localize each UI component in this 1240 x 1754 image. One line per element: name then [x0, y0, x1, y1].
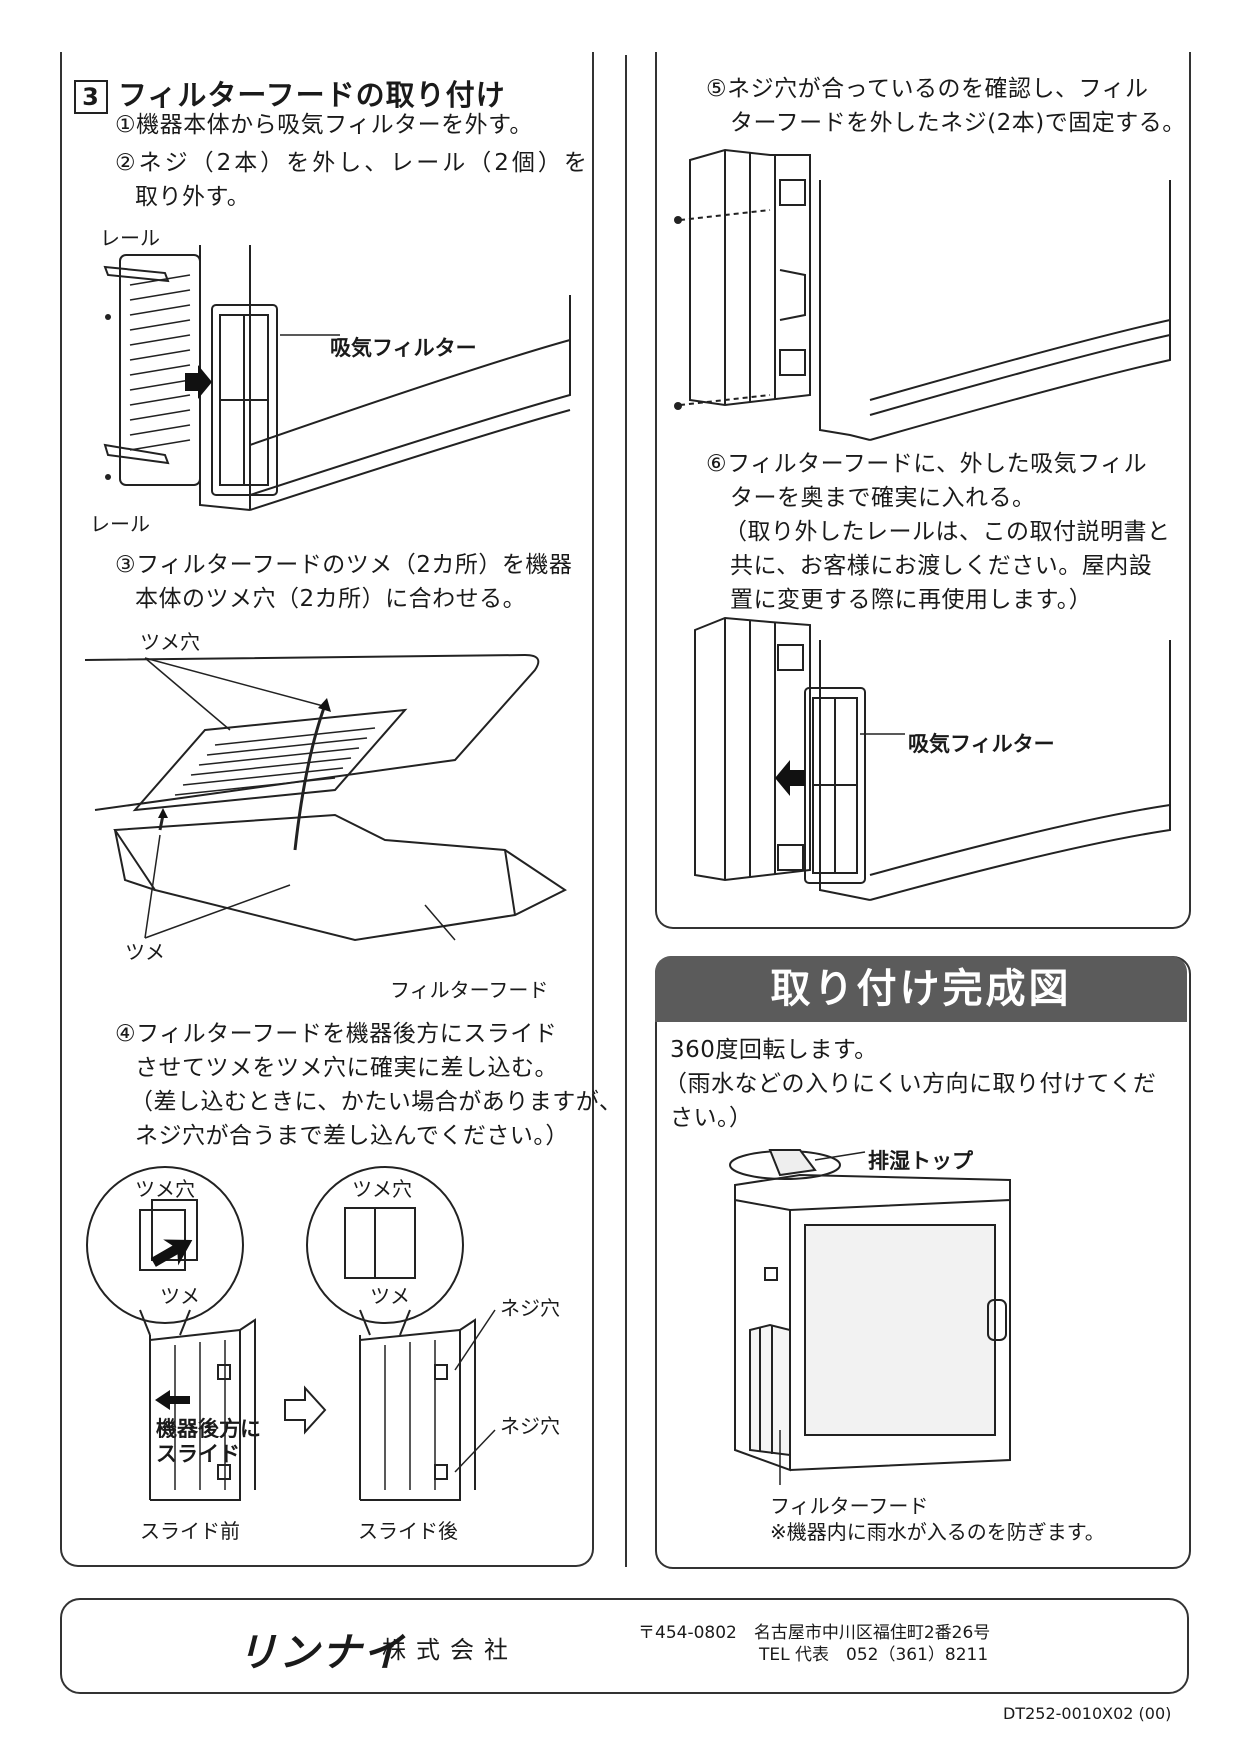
section3-number: 3 — [74, 80, 108, 114]
step6-text-line4: 共に、お客様にお渡しください。屋内設 — [730, 553, 1153, 579]
label-claw: ツメ — [125, 940, 165, 964]
label-slide-line1: 機器後方に — [156, 1413, 261, 1443]
label-filter-hood-1: フィルターフード — [390, 978, 549, 1002]
completion-title: 取り付け完成図 — [655, 956, 1187, 1022]
step6-text-line3: （取り外したレールは、この取付説明書と — [724, 519, 1171, 545]
step4-text-line3: （差し込むときに、かたい場合がありますが、 — [130, 1089, 623, 1115]
figure-screw-fix — [674, 148, 1171, 441]
figure-filter-insert — [694, 616, 1171, 901]
completion-text2-line2: さい。） — [670, 1105, 753, 1131]
label-rail-bottom: レール — [90, 512, 150, 536]
label-claw-left: ツメ — [160, 1284, 200, 1308]
label-intake-filter-1: 吸気フィルター — [330, 336, 477, 360]
completion-note: ※機器内に雨水が入るのを防ぎます。 — [770, 1520, 1105, 1544]
label-after: スライド後 — [358, 1519, 458, 1543]
step2-text-line1: ②ネジ（2本）を外し、レール（2個）を — [115, 150, 590, 176]
company-name: 株式会社 — [382, 1636, 518, 1664]
label-intake-filter-2: 吸気フィルター — [908, 732, 1055, 756]
company-address: 〒454-0802 名古屋市中川区福住町2番26号 TEL 代表 052（361… — [638, 1622, 990, 1666]
step5-text-line1: ⑤ネジ穴が合っているのを確認し、フィル — [706, 76, 1149, 102]
label-claw-right: ツメ — [370, 1284, 410, 1308]
step1-text: ①機器本体から吸気フィルターを外す。 — [115, 112, 533, 138]
section3-title: フィルターフードの取り付け — [118, 78, 506, 112]
label-before: スライド前 — [140, 1519, 240, 1543]
step4-text-line1: ④フィルターフードを機器後方にスライド — [115, 1021, 558, 1047]
step4-text-line4: ネジ穴が合うまで差し込んでください。） — [135, 1123, 569, 1149]
label-exhaust-top: 排湿トップ — [868, 1149, 973, 1173]
step2-text-line2: 取り外す。 — [135, 184, 251, 210]
label-rail-top: レール — [100, 226, 160, 250]
figure-filter-removal — [103, 245, 571, 511]
figure-completed-unit — [729, 1149, 1011, 1485]
right-steps-panel — [655, 52, 1191, 929]
company-logo: リンナイ — [237, 1630, 405, 1676]
completion-text2-line1: （雨水などの入りにくい方向に取り付けてくだ — [664, 1071, 1157, 1097]
label-filter-hood-2: フィルターフード — [770, 1494, 929, 1518]
section3-heading: 3 フィルターフードの取り付け — [74, 72, 506, 114]
footer: リンナイ 株式会社 〒454-0802 名古屋市中川区福住町2番26号 TEL … — [60, 1598, 1189, 1694]
figure-claw-alignment — [84, 653, 567, 942]
label-claw-hole: ツメ穴 — [140, 630, 200, 654]
label-claw-hole-right: ツメ穴 — [352, 1177, 412, 1201]
step3-text-line2: 本体のツメ穴（2カ所）に合わせる。 — [135, 586, 527, 612]
label-claw-hole-left: ツメ穴 — [135, 1177, 195, 1201]
address-line2: TEL 代表 052（361）8211 — [759, 1645, 989, 1665]
step4-text-line2: させてツメをツメ穴に確実に差し込む。 — [135, 1055, 558, 1081]
figure-slide — [86, 1166, 496, 1501]
label-slide-line2: スライド — [156, 1438, 240, 1468]
label-screw-hole-top: ネジ穴 — [500, 1296, 560, 1320]
step3-text-line1: ③フィルターフードのツメ（2カ所）を機器 — [115, 552, 573, 578]
step6-text-line1: ⑥フィルターフードに、外した吸気フィル — [706, 451, 1148, 477]
completion-text1: 360度回転します。 — [670, 1037, 878, 1063]
column-divider — [625, 55, 627, 1567]
label-screw-hole-bottom: ネジ穴 — [500, 1414, 560, 1438]
step6-text-line5: 置に変更する際に再使用します。） — [730, 587, 1093, 613]
document-number: DT252-0010X02 (00) — [1003, 1704, 1172, 1723]
address-line1: 〒454-0802 名古屋市中川区福住町2番26号 — [638, 1623, 991, 1643]
step5-text-line2: ターフードを外したネジ(2本)で固定する。 — [730, 110, 1186, 136]
step6-text-line2: ターを奥まで確実に入れる。 — [730, 485, 1036, 511]
